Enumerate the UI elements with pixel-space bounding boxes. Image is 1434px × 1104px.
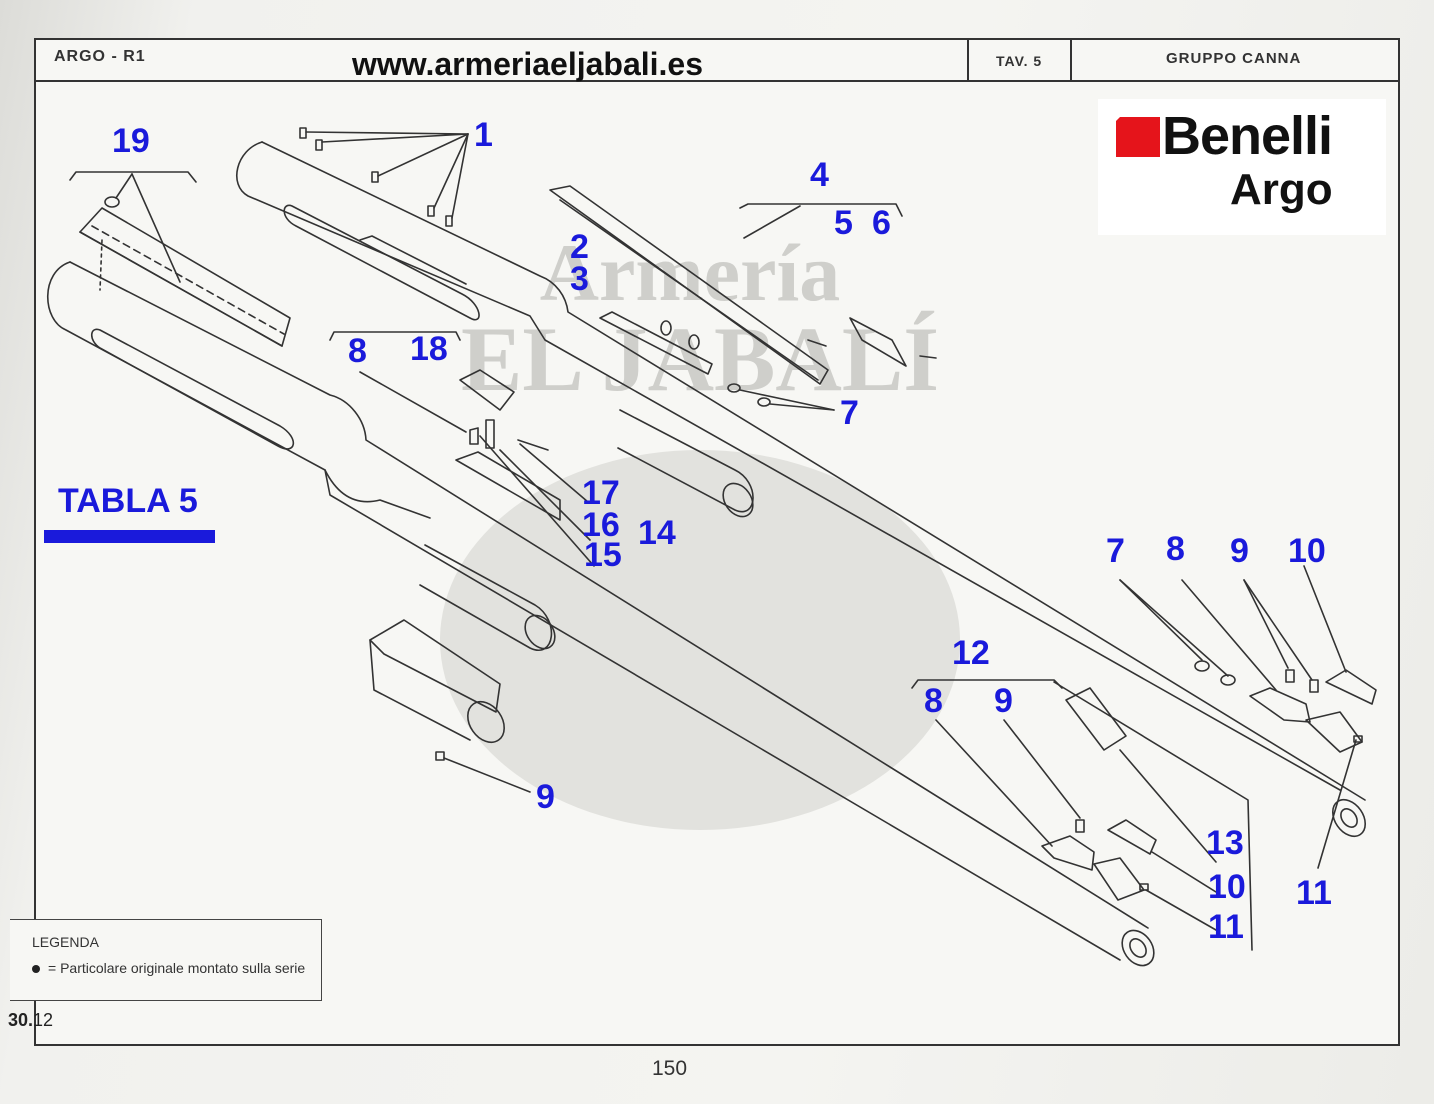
callout-12: 12 [952,634,990,672]
callout-19: 19 [112,122,150,160]
reference-code-bold: 30. [8,1010,34,1030]
callout-13: 13 [1206,824,1244,862]
callout-11-lower: 11 [1208,908,1244,946]
benelli-mark-icon [1116,117,1160,157]
sight-assembly [329,331,595,567]
callout-15: 15 [584,536,622,574]
legend-description: Particolare originale montato sulla seri… [60,960,306,976]
page-number: 150 [652,1057,688,1080]
callout-6: 6 [872,204,891,242]
watermark: Armería EL JABALÍ [440,227,960,830]
callout-3: 3 [570,260,589,298]
callout-14: 14 [638,514,676,552]
callout-8-sight: 8 [348,332,367,370]
callout-18: 18 [410,330,448,368]
watermark-line2: EL JABALÍ [461,308,939,410]
legend-title: LEGENDA [32,934,99,950]
callout-8-upper: 8 [1166,530,1185,568]
header-table-ref: TAV. 5 [996,53,1043,69]
callout-11-upper: 11 [1296,874,1332,912]
callout-9-upper: 9 [1230,532,1249,570]
rear-sight-upper [1119,565,1377,869]
header-model-cell [34,38,969,82]
callout-1: 1 [474,116,493,154]
callout-2: 2 [570,228,589,266]
header-model: ARGO - R1 [54,48,146,65]
callout-5: 5 [834,204,853,242]
logo-model: Argo [1230,165,1333,214]
rail-19 [69,171,291,347]
screws-1 [299,127,469,227]
legend-text: = Particolare originale montato sulla se… [48,960,305,976]
header-group: GRUPPO CANNA [1166,50,1302,67]
callout-10-lower: 10 [1208,868,1246,906]
collar-piece [369,619,531,793]
callout-4: 4 [810,156,829,194]
logo-brand: Benelli [1162,106,1333,166]
callout-9-collar: 9 [536,778,555,816]
tabla-label: TABLA 5 [58,482,198,520]
lower-barrel [47,261,1155,967]
callout-17: 17 [582,474,620,512]
tabla-underline [44,530,215,543]
legend-box: LEGENDA = Particolare originale montato … [10,919,322,1001]
header-group-cell [1072,38,1400,82]
legend-marker: = [48,960,57,976]
callout-7-rib: 7 [840,394,859,432]
website-url: www.armeriaeljabali.es [352,46,703,82]
bullet-dot-icon [32,965,40,973]
callout-7-upper: 7 [1106,532,1125,570]
callout-10-upper: 10 [1288,532,1326,570]
header-table-cell [969,38,1072,82]
reference-code-rest: 12 [33,1010,54,1030]
callout-8-lower: 8 [924,682,943,720]
benelli-logo: Benelli Argo [1098,99,1386,235]
callout-9-lower: 9 [994,682,1013,720]
rear-sight-lower [911,679,1253,951]
reference-code: 30.12 [8,1010,53,1031]
vent-rib-4 [549,185,937,411]
callout-16: 16 [582,506,620,544]
